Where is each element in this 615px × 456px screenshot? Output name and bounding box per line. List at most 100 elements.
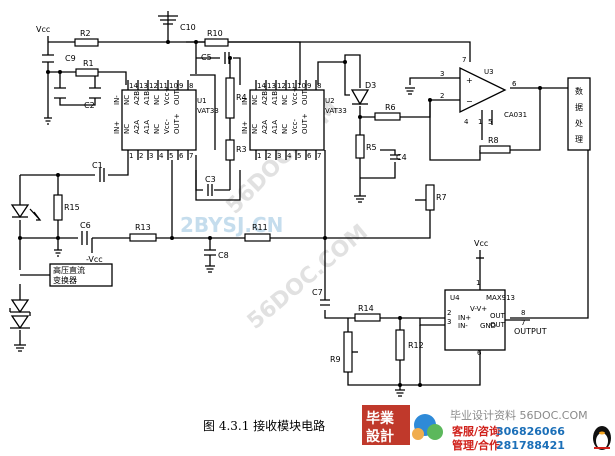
resistor-r6 xyxy=(374,112,401,121)
qq-mascot-icon xyxy=(412,414,443,440)
junctions xyxy=(18,40,542,387)
resistor-r1 xyxy=(75,68,99,77)
label-r3: R3 xyxy=(236,145,247,154)
svg-text:U4: U4 xyxy=(450,294,460,302)
u2-pin-label: A1B xyxy=(271,91,279,105)
svg-text:+: + xyxy=(466,76,473,85)
u2-pin-number: 1 xyxy=(257,152,261,160)
u2-pin-number: 3 xyxy=(277,152,281,160)
u1-pin-label: NC xyxy=(153,95,161,105)
svg-text:OUT: OUT xyxy=(490,321,506,329)
resistor-r15 xyxy=(53,194,63,221)
u1-pin-label: NC xyxy=(123,124,131,134)
label-c7: C7 xyxy=(312,288,323,297)
u2-pin-number: 9 xyxy=(307,82,311,90)
u1-pin-number: 7 xyxy=(189,152,193,160)
svg-text:4: 4 xyxy=(464,118,469,126)
label-d3: D3 xyxy=(365,81,376,90)
site-logo: 毕業 設計 xyxy=(362,405,410,445)
svg-text:U3: U3 xyxy=(484,68,494,76)
svg-text:MAX913: MAX913 xyxy=(486,294,515,302)
label-c2: C2 xyxy=(84,101,95,110)
u2-pin-number: 4 xyxy=(287,152,292,160)
u1-pin-number: 13 xyxy=(139,82,148,90)
hv-converter-label-line2: 变换器 xyxy=(53,275,77,285)
u2-pin-number: 10 xyxy=(297,82,306,90)
svg-text:U1: U1 xyxy=(197,97,207,105)
u1-pin-label: NC xyxy=(153,124,161,134)
u2-pin-label: A2B xyxy=(261,91,269,105)
component-labels: Vcc R2 C9 R1 C2 C10 R10 C5 R4 R3 C3 C1 R… xyxy=(36,23,547,364)
u2-pin-label: NC xyxy=(281,124,289,134)
svg-text:−: − xyxy=(466,97,473,106)
u2-pin-label: OUT+ xyxy=(301,113,309,134)
u2-pin-label: Vcc- xyxy=(291,119,299,134)
label-c9: C9 xyxy=(65,54,76,63)
label-r1: R1 xyxy=(83,59,94,68)
u1-pin-label: OUT- xyxy=(173,88,181,105)
u2-pin-label: NC xyxy=(251,124,259,134)
label-r7: R7 xyxy=(436,193,447,202)
resistor-r14 xyxy=(354,313,381,322)
label-r5: R5 xyxy=(366,143,377,152)
svg-text:2: 2 xyxy=(440,92,444,100)
resistor-r11 xyxy=(244,233,271,242)
u1-pin-label: OUT+ xyxy=(173,113,181,134)
u2-pin-number: 11 xyxy=(287,82,296,90)
capacitor-c2 xyxy=(89,87,101,99)
svg-text:CA031: CA031 xyxy=(504,111,527,119)
u2-pin-number: 14 xyxy=(257,82,266,90)
resistor-r3 xyxy=(225,139,235,161)
svg-text:GND: GND xyxy=(480,322,496,330)
label-r9: R9 xyxy=(330,355,341,364)
u2-pin-number: 2 xyxy=(267,152,271,160)
resistor-r5 xyxy=(355,134,365,159)
u1-pin-number: 3 xyxy=(149,152,153,160)
opamp-u3: + − U3 CA031 3 2 7 6 4 1 5 xyxy=(440,56,527,126)
resistor-r2 xyxy=(74,38,99,47)
u1-pin-label: A1B xyxy=(143,91,151,105)
u2-pin-number: 8 xyxy=(317,82,321,90)
u1-pin-number: 8 xyxy=(189,82,193,90)
u1-pin-number: 1 xyxy=(129,152,133,160)
svg-text:6: 6 xyxy=(477,349,482,357)
svg-text:OUT: OUT xyxy=(490,312,506,320)
footer-manage-label: 管理/合作 xyxy=(452,438,500,452)
label-r12: R12 xyxy=(408,341,424,350)
footer-service-label: 客服/咨询 xyxy=(451,424,500,438)
u1-pin-number: 2 xyxy=(139,152,143,160)
diode-d3 xyxy=(350,89,370,106)
u2-pin-label: A1A xyxy=(271,120,279,134)
label-r2: R2 xyxy=(80,29,91,38)
footer-manage-number: 281788421 xyxy=(496,439,565,452)
processor-label-char: 理 xyxy=(575,135,583,144)
label-c5: C5 xyxy=(201,53,212,62)
svg-text:2: 2 xyxy=(447,309,451,317)
u1-pin-label: Vcc- xyxy=(163,119,171,134)
label-c3: C3 xyxy=(205,175,216,184)
u1-pin-number: 10 xyxy=(169,82,178,90)
u1-pin-label: A2A xyxy=(133,120,141,134)
label-r15: R15 xyxy=(64,203,80,212)
resistor-r12 xyxy=(395,329,405,361)
u2-pin-label: OUT- xyxy=(301,88,309,105)
u2-pin-label: IN+ xyxy=(241,121,249,134)
label-r6: R6 xyxy=(385,103,396,112)
svg-text:1: 1 xyxy=(476,279,480,287)
label-r14: R14 xyxy=(358,304,374,313)
u1-pin-number: 14 xyxy=(129,82,138,90)
label-r4: R4 xyxy=(236,93,247,102)
u1-pin-label: A1A xyxy=(143,120,151,134)
label-output: OUTPUT xyxy=(514,327,547,336)
resistor-r9 xyxy=(343,331,353,373)
svg-text:数据处理: 数据处理 xyxy=(575,86,583,144)
logo-line2: 設計 xyxy=(366,428,394,445)
svg-text:VAT33: VAT33 xyxy=(325,107,347,115)
u2-pin-number: 13 xyxy=(267,82,276,90)
penguin-icon xyxy=(593,426,611,450)
resistor-r4 xyxy=(225,77,235,119)
label-vcc-2: Vcc xyxy=(474,239,488,248)
processor-label-char: 据 xyxy=(575,102,583,112)
u1-pin-label: Vcc+ xyxy=(163,87,171,105)
